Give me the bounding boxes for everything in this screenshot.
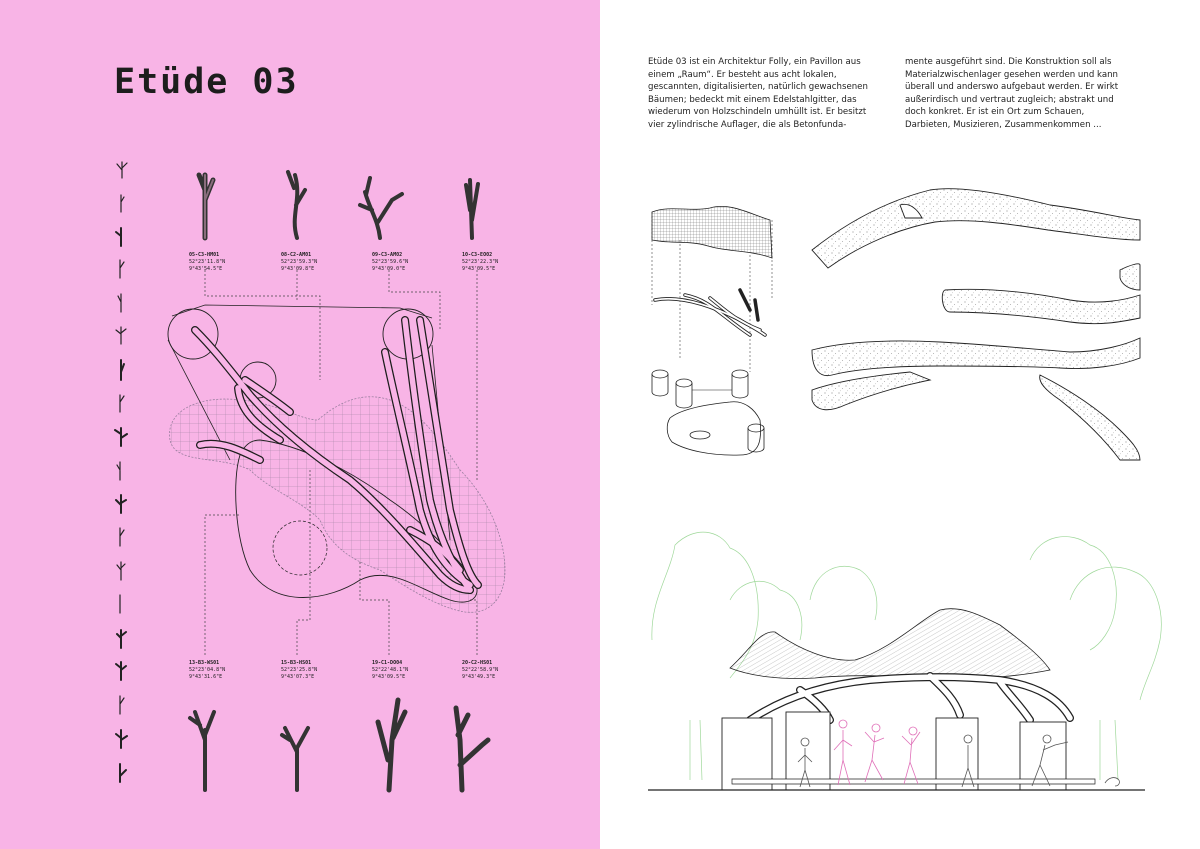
- tree-tag-id: 19-C1-DO04: [372, 660, 403, 666]
- base-slab: [235, 439, 478, 603]
- tree-tag-lon: 9°43'49.3"E: [462, 674, 496, 680]
- tree-tag-bottom: 20-C2-HS01 52°22'58.9"N 9°43'49.3"E: [462, 660, 552, 681]
- support-circle-dashed: [272, 520, 328, 576]
- support-blocks: [721, 711, 1067, 791]
- background-trees: [651, 531, 1162, 781]
- tree-tag-lon: 9°43'09.0"E: [372, 266, 406, 272]
- tree-tag-lat: 52°23'11.8"N: [189, 259, 226, 265]
- roof-shingles: [729, 608, 1051, 679]
- tree-tag-lat: 52°22'58.9"N: [462, 667, 499, 673]
- tree-tag-id: 13-B3-WS01: [189, 660, 220, 666]
- tree-tag-lat: 52°23'25.8"N: [281, 667, 318, 673]
- tree-tag-top: 08-C2-AM01 52°23'59.3"N 9°43'09.8"E: [281, 252, 371, 273]
- base-plate: [666, 401, 761, 456]
- tree-tag-top: 05-C3-HM01 52°23'11.8"N 9°43'54.5"E: [189, 252, 279, 273]
- tree-tag-bottom: 19-C1-DO04 52°22'48.1"N 9°43'09.5"E: [372, 660, 462, 681]
- tree-tag-lon: 9°43'31.6"E: [189, 674, 223, 680]
- bottom-tree-scans: [188, 697, 491, 793]
- top-tree-scans: [196, 170, 480, 241]
- tree-tag-id: 10-C3-EO02: [462, 252, 493, 258]
- tree-tag-lon: 9°43'09.5"E: [372, 674, 406, 680]
- tree-tag-bottom: 15-B3-HS01 52°23'25.8"N 9°43'07.3"E: [281, 660, 371, 681]
- site-plan-drawing: [114, 161, 506, 793]
- right-page: Etüde 03 ist ein Architektur Folly, ein …: [600, 0, 1200, 849]
- branch-network: [191, 316, 482, 594]
- tree-tag-top: 09-C3-AM02 52°23'59.6"N 9°43'09.0"E: [372, 252, 462, 273]
- tree-tag-id: 20-C2-HS01: [462, 660, 493, 666]
- branch-detail-zoom: [811, 188, 1141, 461]
- branch-layer: [653, 288, 767, 337]
- tree-tag-id: 08-C2-AM01: [281, 252, 312, 258]
- roof-mesh: [651, 206, 773, 259]
- canopy-footprint: [169, 396, 506, 613]
- body-text-column-2: mente ausgeführt sind. Die Konstruktion …: [905, 57, 1119, 130]
- pavilion-drawings: [648, 188, 1162, 791]
- tree-tag-lon: 9°43'54.5"E: [189, 266, 223, 272]
- tree-tag-lat: 52°23'59.6"N: [372, 259, 409, 265]
- bench: [731, 778, 1096, 785]
- tree-tag-lat: 52°22'48.1"N: [372, 667, 409, 673]
- tree-tag-id: 15-B3-HS01: [281, 660, 312, 666]
- people-figures-dark: [797, 734, 1120, 788]
- tree-tag-lon: 9°43'09.8"E: [281, 266, 315, 272]
- tree-tag-lat: 52°23'04.8"N: [189, 667, 226, 673]
- tree-tag-id: 09-C3-AM02: [372, 252, 403, 258]
- tree-tag-lat: 52°23'59.3"N: [281, 259, 318, 265]
- people-figures: [833, 719, 921, 786]
- tree-tag-bottom: 13-B3-WS01 52°23'04.8"N 9°43'31.6"E: [189, 660, 279, 681]
- branch-glyph-column: [114, 161, 128, 783]
- tree-tag-top: 10-C3-EO02 52°23'22.3"N 9°43'09.5"E: [462, 252, 552, 273]
- exploded-axonometric: [651, 206, 773, 456]
- tree-tag-id: 05-C3-HM01: [189, 252, 220, 258]
- body-text-column-1: Etüde 03 ist ein Architektur Folly, ein …: [648, 57, 868, 130]
- tree-tag-lat: 52°23'22.3"N: [462, 259, 499, 265]
- pavilion-section: [648, 531, 1162, 791]
- cylinder-supports: [651, 369, 765, 453]
- page-title: Etüde 03: [114, 62, 299, 102]
- left-page: Etüde 03: [0, 0, 600, 849]
- tree-tag-lon: 9°43'07.3"E: [281, 674, 315, 680]
- tree-tag-lon: 9°43'09.5"E: [462, 266, 496, 272]
